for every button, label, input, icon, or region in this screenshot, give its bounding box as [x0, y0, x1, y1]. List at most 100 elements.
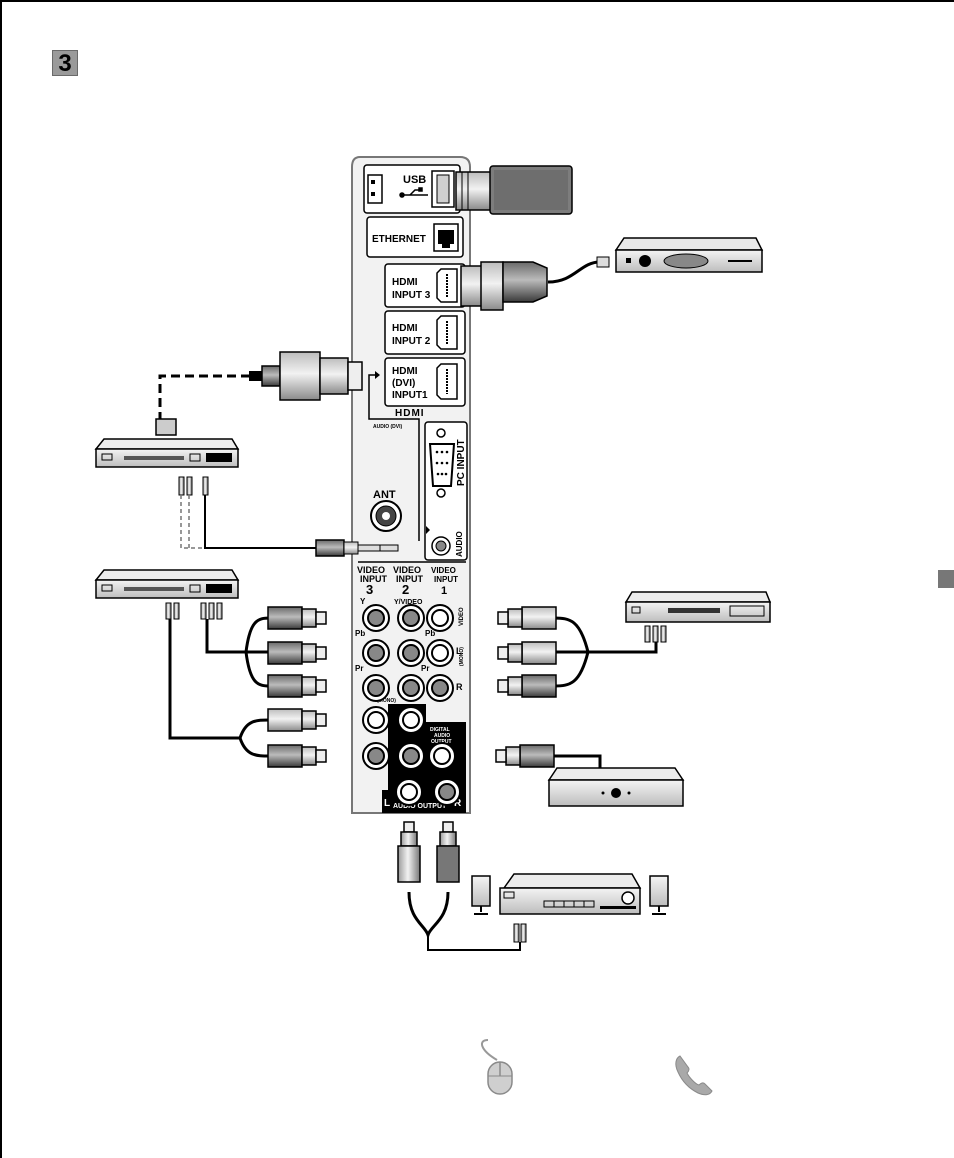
rca-plug-part: [316, 647, 326, 659]
rca-plug-part: [268, 675, 302, 697]
rca-plug-part: [316, 680, 326, 692]
dvi-cable: [156, 352, 362, 435]
audio-output-l: L: [384, 798, 390, 809]
video-input-1-line2: INPUT: [434, 575, 458, 584]
rca-plug-part: [302, 677, 316, 695]
tv-rear-panel: USB ETHERNET HDMI INPUT 3: [352, 157, 470, 813]
usb-label: USB: [403, 174, 426, 186]
rca-plug-part: [268, 745, 302, 767]
pb-label: Pb: [355, 629, 365, 638]
rca-plug-part: [522, 642, 556, 664]
video-input-1-line1: VIDEO: [431, 566, 456, 575]
component-dvd-player-icon: [96, 570, 238, 619]
rca-plug: [268, 709, 326, 731]
rca-jack-inner: [403, 610, 419, 626]
video-input-2-line2: INPUT: [396, 574, 424, 584]
rca-plug: [268, 745, 326, 767]
pc-audio-label: AUDIO: [455, 531, 464, 557]
rca-jack-inner: [403, 680, 419, 696]
audio-output-label: AUDIO OUTPUT: [393, 803, 447, 810]
amplifier-icon: [549, 768, 683, 806]
pr-label: Pr: [355, 664, 363, 673]
rca-jack-inner: [401, 784, 417, 800]
ethernet-label: ETHERNET: [372, 234, 426, 245]
rca-plug-part: [302, 747, 316, 765]
rca-plug: [498, 607, 556, 629]
rca-plug-part: [440, 832, 456, 846]
rca-plug-part: [498, 680, 508, 692]
rca-plug: [268, 675, 326, 697]
rca-plug-part: [508, 644, 522, 662]
rca-plug: [496, 745, 554, 767]
video-input-3-line3: 3: [366, 582, 373, 597]
rca-plug-part: [522, 607, 556, 629]
rca-plug: [498, 675, 556, 697]
rca-plug-part: [268, 642, 302, 664]
pc-input-label: PC INPUT: [456, 439, 467, 486]
pr-label-2: Pr: [421, 664, 429, 673]
component-cables: [170, 618, 270, 756]
optical-cable: [552, 756, 600, 768]
rca-jack-inner: [403, 748, 419, 764]
mouse-icon: [482, 1040, 512, 1094]
rca-plug: [498, 642, 556, 664]
rca-plug-part: [437, 846, 459, 882]
rca-jack-inner: [368, 712, 384, 728]
hdmi2-label-line2: INPUT 2: [392, 336, 431, 347]
rca-plug-part: [302, 609, 316, 627]
vcr-icon: [626, 592, 770, 642]
rca-plug-part: [268, 607, 302, 629]
video-input-1-line3: 1: [441, 585, 447, 597]
ethernet-port[interactable]: ETHERNET: [367, 217, 463, 257]
dvd-player-icon: [96, 439, 238, 495]
rca-plug-part: [443, 822, 453, 832]
rca-plug: [268, 607, 326, 629]
rca-jack-inner: [368, 645, 384, 661]
rca-plug: [437, 822, 459, 882]
set-top-box-icon: [616, 238, 762, 272]
rca-plug-part: [398, 846, 420, 882]
rca-plug-part: [316, 612, 326, 624]
video-input-3-line2: INPUT: [360, 574, 388, 584]
hdmi-input-3-port[interactable]: HDMI INPUT 3: [385, 264, 465, 307]
rca-plug-part: [401, 832, 417, 846]
pc-input-port[interactable]: PC INPUT AUDIO: [425, 422, 467, 560]
hdmi-input-1-port[interactable]: HDMI (DVI) INPUT1: [385, 358, 465, 406]
rca-jack-inner: [403, 645, 419, 661]
rca-jack-inner: [368, 748, 384, 764]
y-label: Y: [360, 597, 366, 606]
rca-plug-part: [404, 822, 414, 832]
rca-plug-part: [316, 714, 326, 726]
speaker-icon-right: [650, 876, 668, 914]
hdmi1-label-line3: INPUT1: [392, 390, 428, 401]
av-receiver-icon: [500, 874, 640, 914]
vcr-cables: [554, 618, 656, 686]
r-jack-label: R: [456, 682, 463, 692]
rca-plug: [268, 642, 326, 664]
audio-dvi-label: AUDIO (DVI): [373, 424, 403, 430]
video-jack-label: VIDEO: [459, 607, 465, 626]
phone-icon: [676, 1056, 712, 1095]
hdmi1-label-line1: HDMI: [392, 366, 418, 377]
rca-jack-inner: [368, 680, 384, 696]
rca-plug-part: [268, 709, 302, 731]
rca-plug-part: [498, 612, 508, 624]
rca-jack-inner: [439, 784, 455, 800]
rca-plug-part: [302, 644, 316, 662]
rca-plug-part: [316, 750, 326, 762]
rca-plug-part: [498, 647, 508, 659]
rca-jack-inner: [403, 712, 419, 728]
hdmi3-cable: [461, 257, 609, 310]
rca-plug-part: [302, 711, 316, 729]
rca-plug-part: [522, 675, 556, 697]
hdmi-input-2-port[interactable]: HDMI INPUT 2: [385, 311, 465, 354]
rca-plug-part: [508, 677, 522, 695]
rca-jack-inner: [432, 645, 448, 661]
rca-jack-inner: [432, 610, 448, 626]
hdmi3-label-line1: HDMI: [392, 277, 418, 288]
hdmi3-label-line2: INPUT 3: [392, 290, 431, 301]
usb-port[interactable]: USB: [364, 165, 460, 213]
rca-plug-part: [506, 747, 520, 765]
